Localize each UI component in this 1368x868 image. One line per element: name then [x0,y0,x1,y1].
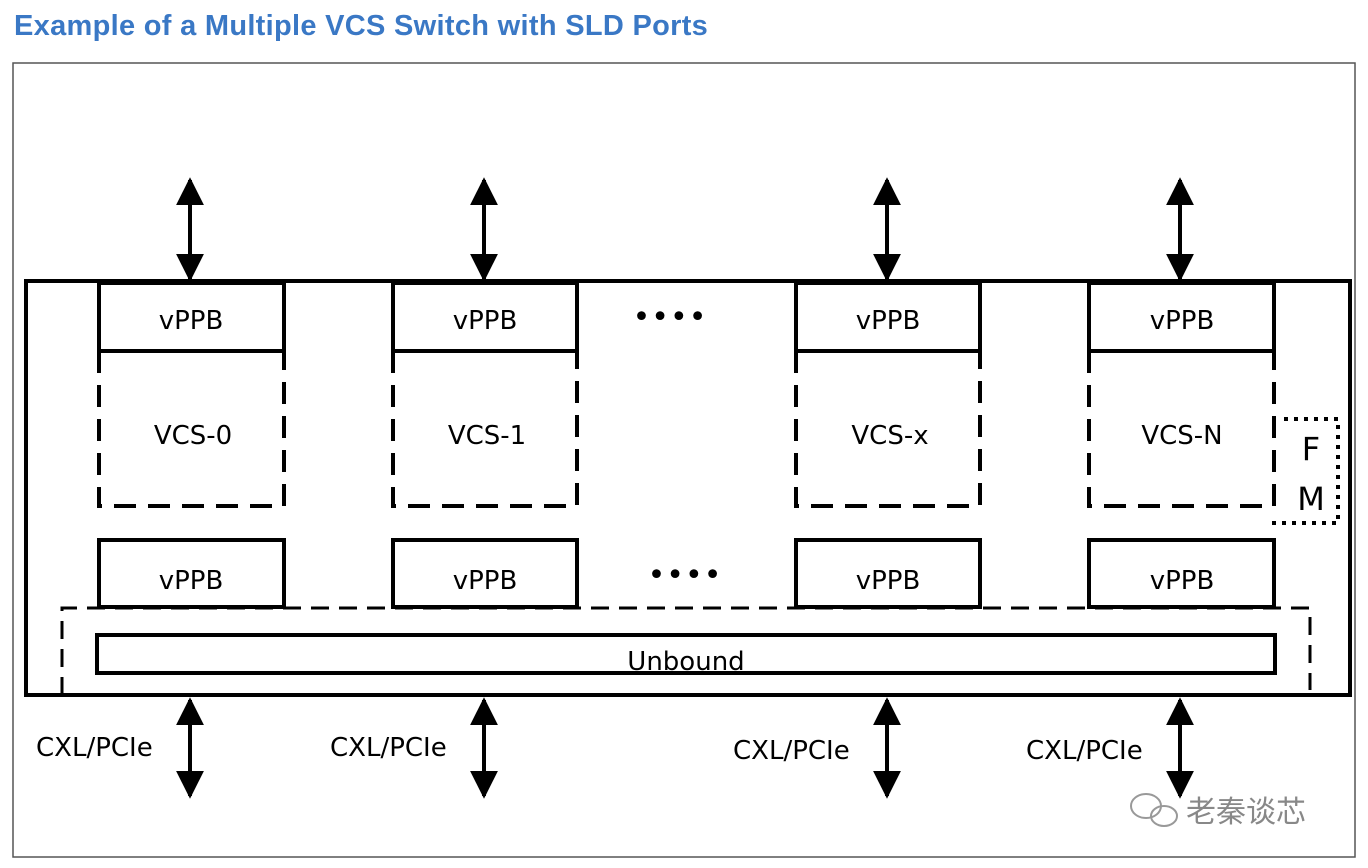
downstream-vppb-box [794,538,982,609]
downstream-vppb-label: vPPB [453,566,518,596]
fabric-manager: F M [1272,417,1340,525]
vcs-label: VCS-x [851,421,928,451]
vcs-column-x: vPPB VCS-x vPPB CXL/PCIe [733,177,982,799]
downstream-vppb-box [391,538,579,609]
vcs-label: VCS-N [1141,421,1222,451]
unbound-region [60,606,1312,695]
unbound-box [95,633,1277,675]
upstream-vppb-label: vPPB [453,306,518,336]
port-label: CXL/PCIe [330,733,447,763]
watermark-text: 老秦谈芯 [1186,795,1306,830]
upstream-vppb-box [391,281,579,353]
upstream-vppb-label: vPPB [159,306,224,336]
vcs-dashed-box [97,351,286,508]
port-label: CXL/PCIe [1026,736,1143,766]
port-label: CXL/PCIe [36,733,153,763]
watermark: 老秦谈芯 [1130,793,1306,830]
vcs-dashed-box [391,351,579,508]
wechat-icon [1130,793,1178,827]
vcs-column-1: vPPB VCS-1 vPPB CXL/PCIe [330,177,579,799]
fm-letter-f: F [1302,430,1320,468]
vcs-dashed-box [1087,351,1276,508]
port-label: CXL/PCIe [733,736,850,766]
downstream-vppb-box [1087,538,1276,609]
downstream-vppb-label: vPPB [1150,566,1215,596]
vcs-column-n: vPPB VCS-N vPPB CXL/PCIe [1026,177,1276,799]
fm-dotted-box [1272,417,1340,525]
unbound-label: Unbound [627,647,744,677]
upstream-vppb-box [97,281,286,353]
diagram-title: Example of a Multiple VCS Switch with SL… [14,10,709,42]
downstream-vppb-label: vPPB [856,566,921,596]
vcs-label: VCS-0 [154,421,232,451]
downstream-vppb-label: vPPB [159,566,224,596]
switch-box [24,279,1352,697]
upstream-vppb-box [794,281,982,353]
ellipsis-top: •••• [633,300,708,335]
upstream-vppb-box [1087,281,1276,353]
ellipsis-bottom: •••• [648,558,723,593]
downstream-vppb-box [97,538,286,609]
vcs-column-0: vPPB VCS-0 vPPB CXL/PCIe [36,177,286,799]
fm-letter-m: M [1297,480,1325,518]
vcs-label: VCS-1 [448,421,526,451]
upstream-vppb-label: vPPB [856,306,921,336]
upstream-vppb-label: vPPB [1150,306,1215,336]
figure-frame [12,62,1356,858]
vcs-dashed-box [794,351,982,508]
